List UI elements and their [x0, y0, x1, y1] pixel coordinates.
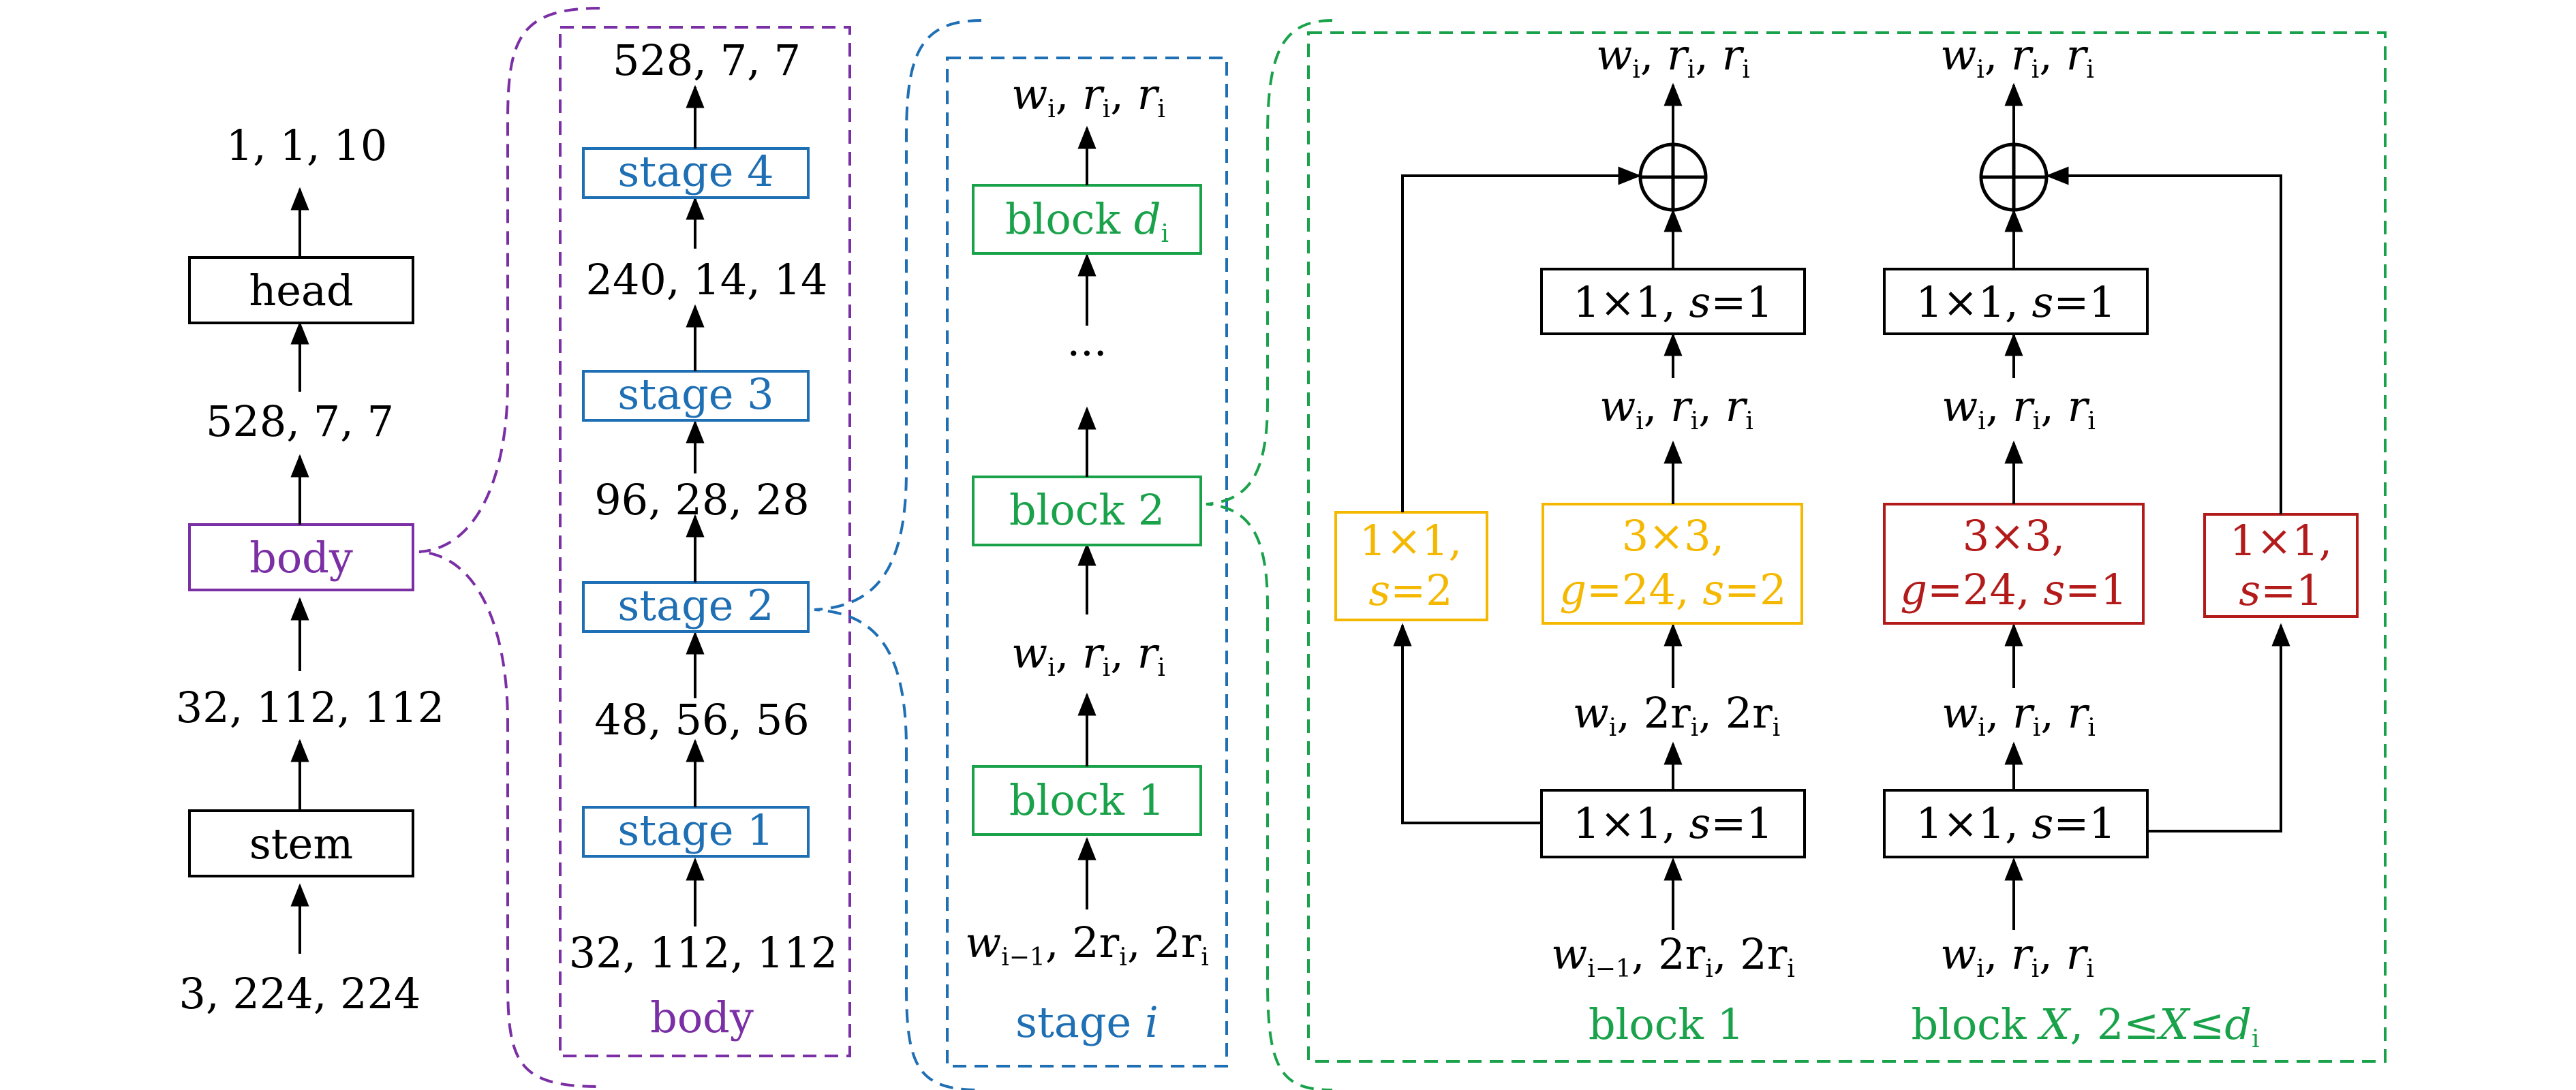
blockX-detail: wi, ri, ri 1×1, s=1 wi, ri, ri 3×3, g=24…: [1883, 30, 2359, 1053]
blockX-caption: block X, 2≤X≤di: [1911, 999, 2259, 1053]
input-shape: 3, 224, 224: [179, 969, 421, 1018]
stage1-label: stage 1: [617, 805, 773, 855]
blockX-conv1-output-shape: wi, ri, ri: [1942, 688, 2096, 742]
stem-output-shape: 32, 112, 112: [176, 683, 444, 732]
blue-bracket: [814, 19, 982, 1090]
block1-conv1-output-shape: wi, 2ri, 2ri: [1573, 688, 1781, 742]
body-panel-frame: [559, 26, 851, 1057]
block1-detail: wi−1, 2ri, 2ri 1×1, s=1 wi, 2ri, 2ri 3×3…: [1334, 30, 1806, 1049]
block1-box: [972, 765, 1202, 836]
body-panel: 32, 112, 112 stage 1 48, 56, 56 stage 2 …: [559, 26, 851, 1057]
block1-skip-label-line1: 1×1,: [1360, 516, 1462, 565]
stage3-label: stage 3: [617, 369, 773, 419]
stage-panel-frame: [946, 57, 1228, 1068]
stem-box: [188, 809, 414, 877]
block1-caption: block 1: [1589, 999, 1744, 1049]
blockX-skip-box: [2203, 513, 2359, 618]
block1-output-shape: wi, ri, ri: [1011, 628, 1165, 682]
head-label: head: [249, 266, 353, 315]
stage-caption: stage i: [1015, 997, 1159, 1047]
blockX-skip-label-line2: s=1: [2239, 565, 2322, 615]
stage1-output-shape: 48, 56, 56: [594, 695, 810, 745]
stage3-output-shape: 240, 14, 14: [586, 255, 828, 305]
block1-skip-in: [1393, 623, 1542, 824]
blockX-conv2-box: [1883, 503, 2145, 625]
block-panel-frame: [1307, 31, 2387, 1063]
stage4-label: stage 4: [617, 146, 773, 196]
blockX-input-shape: wi, ri, ri: [1940, 929, 2094, 983]
blockX-skip-out: [2045, 166, 2282, 514]
body-label: body: [249, 533, 353, 582]
blockX-skip-in: [2147, 623, 2290, 832]
blockX-skip-label-line1: 1×1,: [2230, 516, 2333, 565]
stage3-box: [582, 370, 810, 422]
blockX-conv2-label-line1: 3×3,: [1963, 511, 2066, 561]
block1-skip-out: [1401, 166, 1642, 512]
blockX-output-shape: wi, ri, ri: [1940, 30, 2094, 84]
body-output-shape: 528, 7, 7: [206, 396, 394, 446]
output-shape: 1, 1, 10: [226, 121, 388, 170]
block1-output-shape: wi, ri, ri: [1596, 30, 1750, 84]
block1-conv1-label: 1×1, s=1: [1573, 798, 1773, 848]
stage-input-shape: wi−1, 2ri, 2ri: [965, 918, 1209, 971]
ellipsis: ···: [1067, 328, 1107, 378]
blockX-conv1-label: 1×1, s=1: [1916, 798, 2116, 848]
stage2-label: stage 2: [617, 580, 773, 630]
block1-skip-label-line2: s=2: [1368, 565, 1452, 615]
blockX-conv3-label: 1×1, s=1: [1916, 277, 2116, 327]
body-input-shape: 32, 112, 112: [569, 928, 838, 978]
stage2-box: [582, 581, 810, 633]
block1-skip-box: [1334, 511, 1488, 621]
block1-add-node: [1638, 142, 1708, 212]
stage4-output-shape: 528, 7, 7: [613, 35, 801, 85]
block1-conv2-output-shape: wi, ri, ri: [1599, 382, 1753, 435]
block1-conv2-label-line1: 3×3,: [1622, 511, 1725, 561]
stem-label: stem: [249, 819, 353, 869]
blockX-conv3-box: [1883, 268, 2149, 335]
overall-network: 3, 224, 224 stem 32, 112, 112 body 528, …: [176, 121, 444, 1018]
block1-label: block 1: [1009, 775, 1165, 825]
block1-conv3-box: [1540, 268, 1806, 335]
block2-box: [972, 476, 1202, 546]
block1-conv3-label: 1×1, s=1: [1573, 277, 1773, 327]
body-caption: body: [650, 993, 754, 1042]
block-d-label: block di: [1005, 194, 1169, 248]
block1-input-shape: wi−1, 2ri, 2ri: [1551, 929, 1795, 983]
blockX-conv1-box: [1883, 789, 2149, 858]
stage2-output-shape: 96, 28, 28: [594, 475, 810, 525]
blockX-conv2-output-shape: wi, ri, ri: [1942, 382, 2096, 435]
stage-panel: wi−1, 2ri, 2ri block 1 wi, ri, ri block …: [946, 57, 1228, 1068]
blockX-add-node: [1979, 142, 2049, 212]
purple-bracket: [418, 7, 600, 1088]
stage-output-shape: wi, ri, ri: [1011, 69, 1165, 123]
block1-conv2-label-line2: g=24, s=2: [1559, 565, 1786, 614]
stage4-box: [582, 147, 810, 199]
block-d-box: [972, 184, 1202, 255]
blockX-conv2-label-line2: g=24, s=1: [1900, 565, 2127, 614]
block1-conv1-box: [1540, 789, 1806, 858]
green-bracket: [1206, 19, 1333, 1090]
block-panel: wi−1, 2ri, 2ri 1×1, s=1 wi, 2ri, 2ri 3×3…: [1307, 30, 2387, 1063]
block2-label: block 2: [1009, 485, 1165, 535]
